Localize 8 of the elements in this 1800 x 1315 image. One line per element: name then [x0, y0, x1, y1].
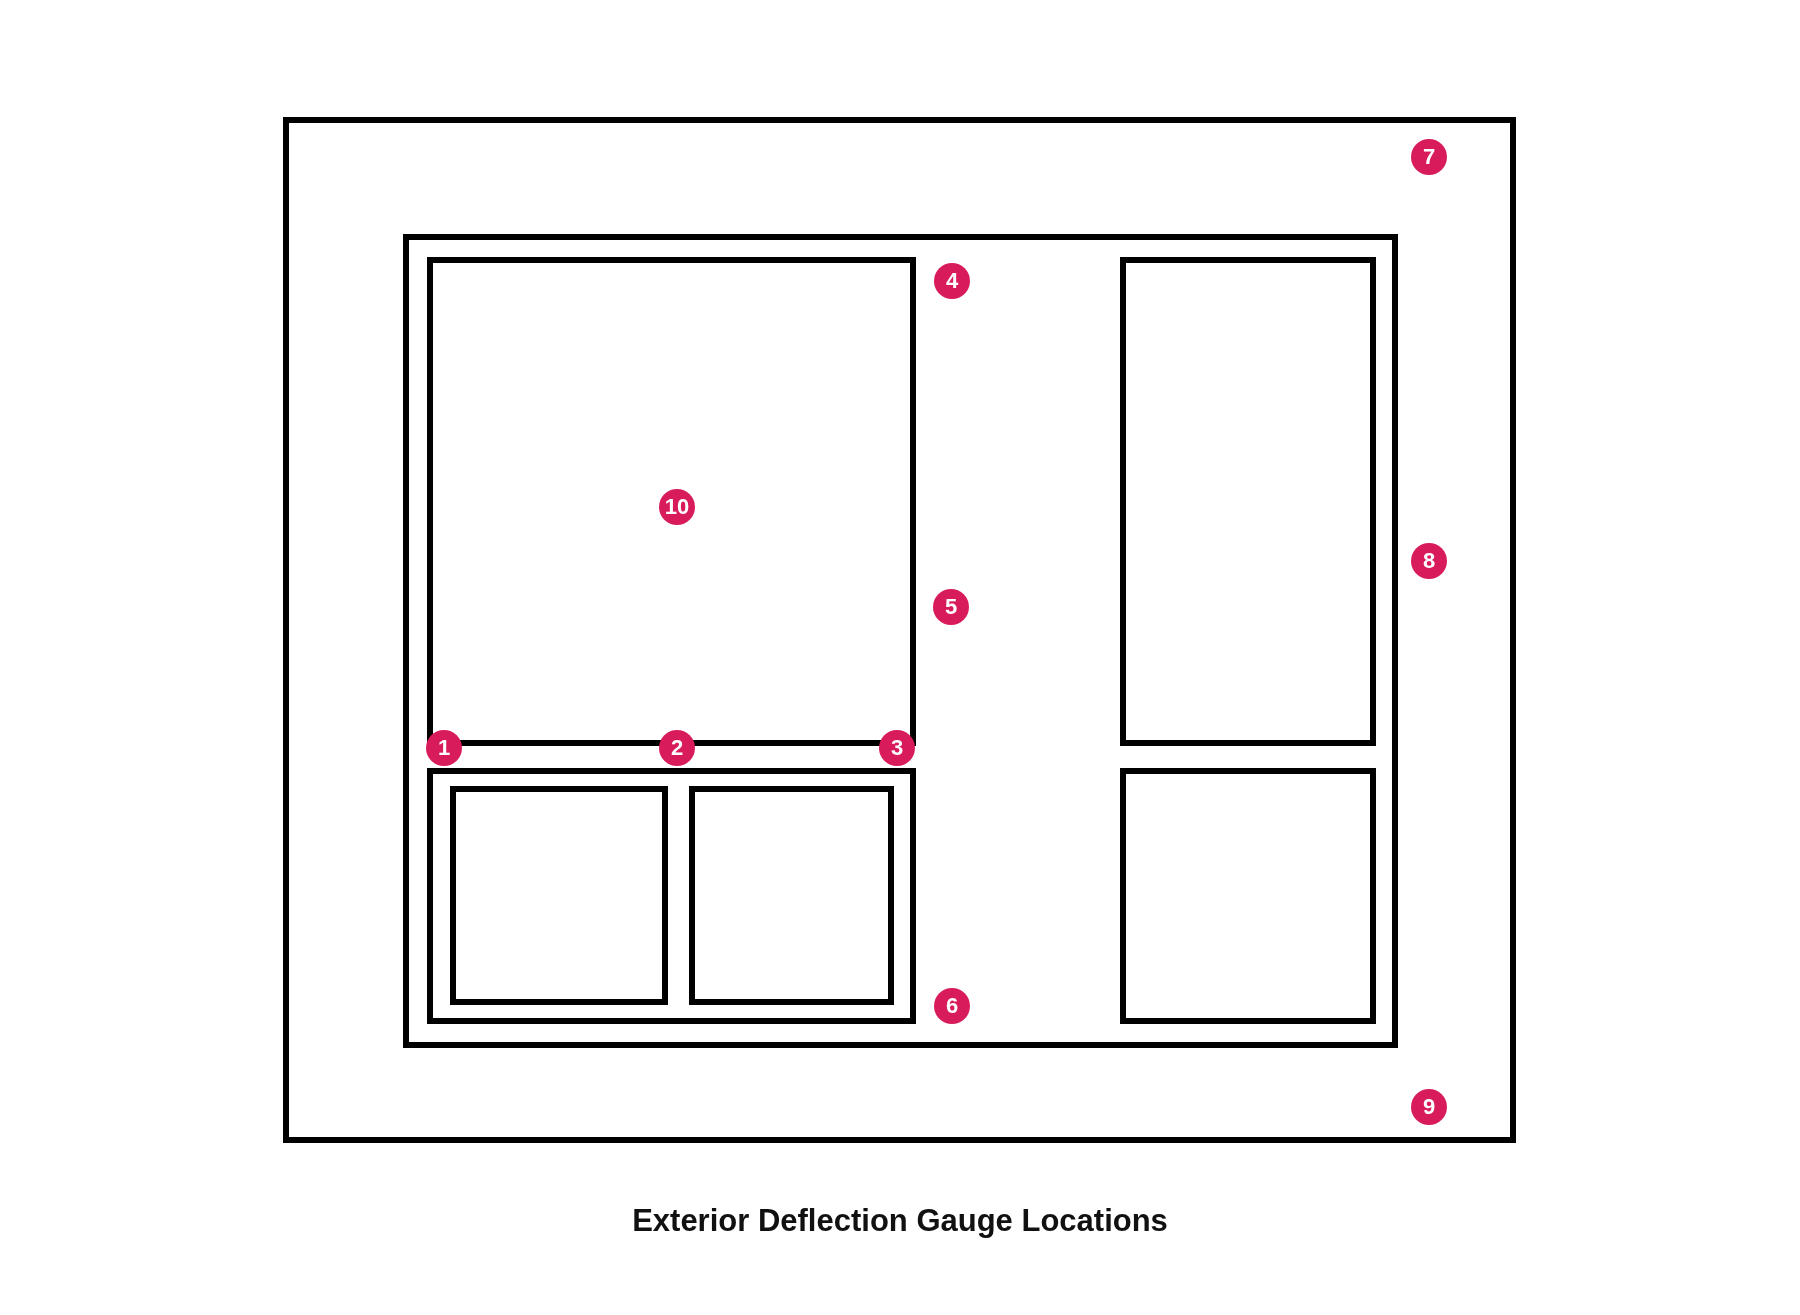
rectangle-outline [450, 786, 668, 1005]
rectangle-outline [689, 786, 894, 1005]
rectangle-outline [427, 768, 916, 1024]
rectangle-outline [1120, 768, 1376, 1024]
diagram-title: Exterior Deflection Gauge Locations [631, 1203, 1169, 1239]
rectangle-outline [283, 117, 1516, 1143]
rectangle-outline [1120, 257, 1376, 746]
rectangle-outline [403, 234, 1398, 1048]
